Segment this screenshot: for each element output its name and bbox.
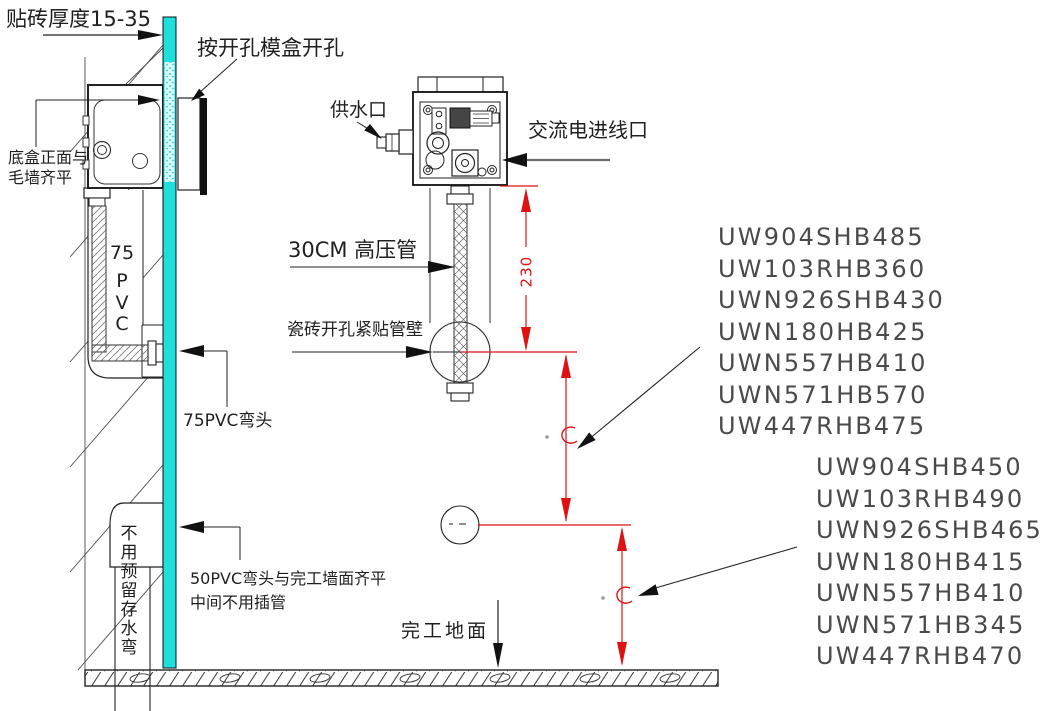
label-elbow50-2: 中间不用插管 — [190, 593, 287, 612]
template-box — [177, 97, 207, 195]
model-item: UWN571HB570 — [718, 380, 928, 409]
label-finished-floor: 完工地面 — [401, 620, 490, 642]
leader-elbow75 — [179, 345, 228, 407]
label-pvc75-size: 75 — [109, 242, 135, 264]
model-list-upper: UW904SHB485 UW103RHB360 UWN926SHB430 UWN… — [718, 222, 945, 443]
model-item: UW103RHB360 — [718, 254, 927, 283]
model-item: UW447RHB475 — [718, 412, 927, 440]
model-item: UWN180HB425 — [718, 317, 928, 346]
leader-ac-inlet — [502, 153, 610, 167]
floor — [84, 669, 719, 687]
model-item: UW904SHB485 — [718, 223, 925, 251]
recessed-box — [82, 84, 164, 189]
pvc75-elbow — [83, 187, 165, 379]
label-tile-thickness: 贴砖厚度15-35 — [6, 7, 152, 31]
tile-wall-strip — [162, 16, 177, 669]
model-item: UWN180HB415 — [816, 547, 1026, 576]
leader-hose — [290, 261, 455, 273]
model-item: UW447RHB470 — [816, 642, 1025, 670]
model-item: UWN557HB410 — [816, 579, 1026, 607]
solenoid-assembly — [431, 107, 500, 135]
valve-unit — [412, 76, 508, 186]
water-inlet-fitting — [376, 129, 414, 155]
model-item: UWN926SHB430 — [718, 286, 946, 314]
leader-model-list-upper — [577, 346, 701, 449]
label-box-flush-2: 毛墙齐平 — [8, 168, 73, 187]
label-dim-230: 230 — [517, 255, 536, 288]
model-item: UW103RHB490 — [816, 484, 1025, 513]
dimension-mid — [478, 354, 631, 526]
leader-tile-thickness — [43, 30, 163, 40]
label-tile-hole-tight: 瓷砖开孔紧贴管壁 — [287, 320, 423, 340]
dimension-230 — [462, 185, 577, 353]
leader-tile-hole — [292, 346, 433, 358]
label-water-inlet: 供水口 — [330, 99, 388, 121]
leader-hole-template — [191, 58, 238, 101]
leader-box-flush — [35, 95, 160, 147]
label-box-flush-1: 底盒正面与 — [8, 148, 89, 167]
pvc50-elbow — [109, 502, 164, 568]
leader-elbow50 — [179, 521, 241, 560]
leader-finished-floor — [493, 600, 503, 668]
floor-drain-circle — [440, 505, 480, 545]
label-no-trap: 不用预留存水弯 — [116, 524, 137, 657]
valve-body-parts — [425, 131, 487, 177]
model-item: UWN926SHB465 — [816, 516, 1043, 544]
label-hose-30cm: 30CM 高压管 — [288, 238, 418, 262]
model-item: UW904SHB450 — [816, 453, 1023, 481]
high-pressure-hose — [429, 185, 491, 402]
label-pvc75-c: C — [115, 313, 129, 335]
leader-model-list-lower — [638, 546, 798, 596]
label-ac-inlet: 交流电进线口 — [528, 118, 648, 142]
leader-water-inlet — [356, 121, 382, 139]
label-hole-by-template: 按开孔模盒开孔 — [197, 36, 344, 60]
drain-pipe — [114, 567, 151, 711]
label-elbow75: 75PVC弯头 — [183, 411, 273, 431]
dimension-floor — [601, 527, 633, 666]
label-pvc75-v: V — [115, 292, 129, 314]
model-item: UWN557HB410 — [718, 349, 928, 377]
label-elbow50-1: 50PVC弯头与完工墙面齐平 — [190, 569, 387, 588]
model-list-lower: UW904SHB450 UW103RHB490 UWN926SHB465 UWN… — [816, 452, 1043, 673]
label-pvc75-p: P — [116, 270, 128, 292]
model-item: UWN571HB345 — [816, 610, 1026, 639]
